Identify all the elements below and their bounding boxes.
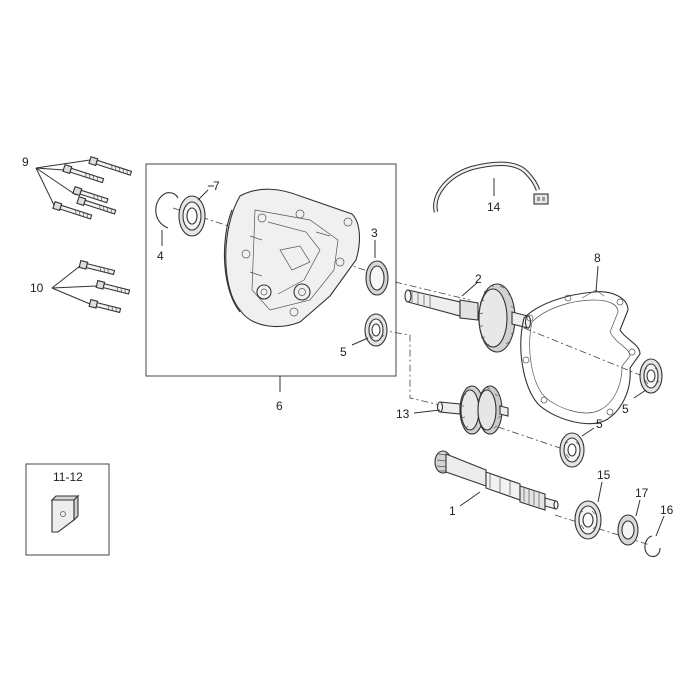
seal-17 [617, 499, 641, 546]
gear-shaft-2 [404, 281, 532, 353]
bearing-15 [574, 481, 603, 540]
assembly-box-6 [145, 163, 397, 377]
cable-14 [433, 161, 549, 213]
callout-2: 2 [475, 272, 482, 286]
gearbox-cover-6 [223, 188, 361, 327]
leader-9 [35, 159, 91, 206]
bearing-7 [178, 189, 209, 237]
callout-16: 16 [660, 503, 674, 517]
main-shaft-1 [434, 450, 559, 511]
plate-11-12 [50, 494, 80, 533]
callout-17: 17 [635, 486, 649, 500]
callout-5c: 5 [596, 417, 603, 431]
callout-8: 8 [594, 251, 601, 265]
callout-15: 15 [597, 468, 611, 482]
bearing-5a [351, 313, 388, 347]
callout-1: 1 [449, 504, 456, 518]
callout-5b: 5 [622, 402, 629, 416]
double-gear-13 [413, 385, 509, 435]
callout-10: 10 [30, 281, 44, 295]
oil-seal-3 [365, 240, 389, 296]
callout-6: 6 [276, 399, 283, 413]
callout-5a: 5 [340, 345, 347, 359]
gasket-8 [520, 265, 641, 425]
callout-11-12: 11-12 [53, 470, 83, 484]
circlip-4 [155, 192, 179, 246]
callout-14: 14 [487, 200, 501, 214]
callout-4: 4 [157, 249, 164, 263]
bearing-5b [633, 358, 663, 399]
bolts-10 [78, 259, 131, 314]
bearing-5c [559, 427, 595, 468]
callout-9: 9 [22, 155, 29, 169]
detail-box-11-12 [25, 463, 110, 556]
leader-10 [51, 265, 97, 305]
callout-3: 3 [371, 226, 378, 240]
circlip-16 [644, 515, 665, 558]
bolts-9 [52, 155, 133, 220]
callout-7: 7 [213, 179, 220, 193]
callout-13: 13 [396, 407, 410, 421]
